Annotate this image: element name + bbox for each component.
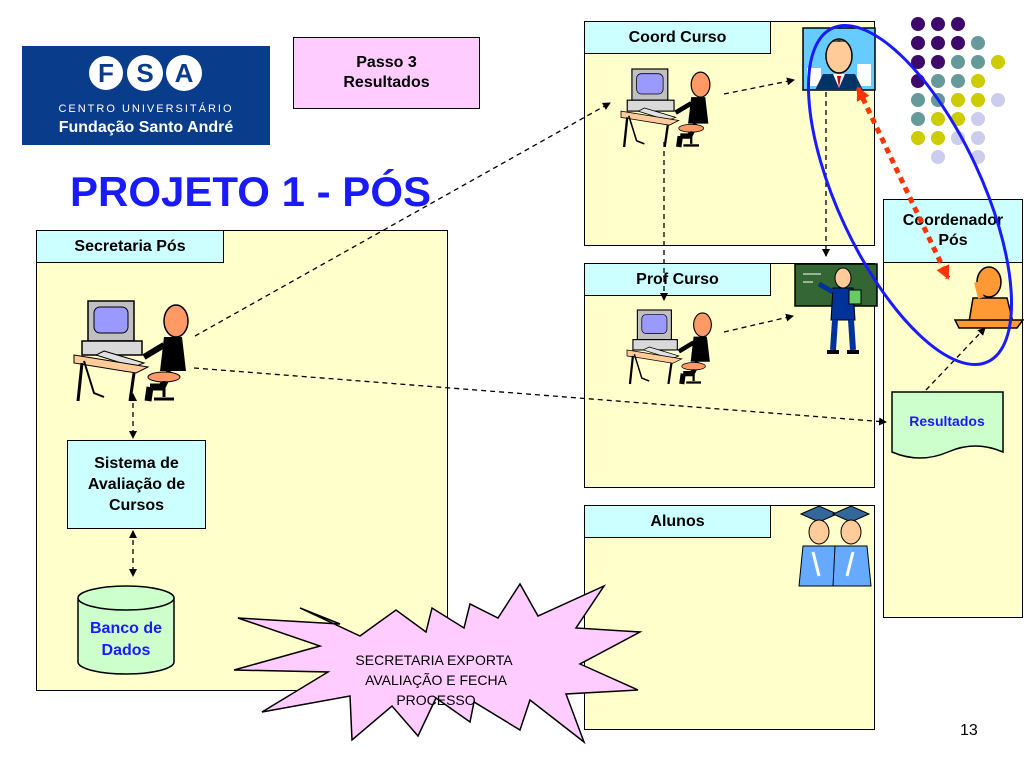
banco-line-2: Dados	[102, 642, 151, 659]
connector-coord-user-to-exec	[723, 77, 795, 95]
starburst-line-2: AVALIAÇÃO E FECHA	[365, 672, 508, 688]
resultados-document: Resultados	[891, 391, 1004, 459]
teacher-blackboard-icon	[794, 263, 878, 354]
step-box: Passo 3 Resultados	[293, 37, 480, 109]
sistema-line-3: Cursos	[108, 497, 165, 514]
computer-user-icon-secretaria	[74, 301, 188, 401]
logo-letter-a: A	[175, 58, 194, 88]
fsa-logo: F S A CENTRO UNIVERSITÁRIO Fundação Sant…	[22, 46, 270, 145]
computer-user-icon-coord	[621, 69, 710, 147]
starburst-line-3: PROCESSO	[396, 692, 475, 708]
banco-line-1: Banco de	[90, 620, 162, 637]
logo-letter-s: S	[136, 58, 153, 88]
connector-prof-user-to-teacher	[723, 313, 794, 333]
page-title: PROJETO 1 - PÓS	[70, 168, 431, 215]
logo-line-2: Fundação Santo André	[59, 119, 234, 136]
lane-title-secretaria: Secretaria Pós	[36, 230, 224, 263]
starburst-callout: SECRETARIA EXPORTA AVALIAÇÃO E FECHA PRO…	[233, 582, 643, 745]
lane-title-prof-curso: Prof Curso	[584, 263, 771, 296]
highlight-ellipse	[806, 23, 1014, 367]
connector-secretaria-to-coord	[194, 102, 611, 337]
page-number: 13	[960, 722, 978, 739]
lane-title-coord-curso: Coord Curso	[584, 21, 771, 54]
step-line-1: Passo 3	[356, 54, 417, 71]
sistema-avaliacao-box: Sistema de Avaliação de Cursos	[67, 440, 206, 529]
step-line-2: Resultados	[343, 74, 430, 91]
connectors	[129, 77, 986, 577]
resultados-label: Resultados	[909, 413, 985, 429]
graduates-icon	[798, 505, 872, 587]
database-cylinder: Banco de Dados	[77, 585, 175, 675]
lane-alunos	[584, 505, 875, 730]
lane-title-alunos: Alunos	[584, 505, 771, 538]
sistema-line-2: Avaliação de	[87, 476, 186, 493]
logo-line-1: CENTRO UNIVERSITÁRIO	[58, 102, 233, 115]
logo-letter-f: F	[98, 58, 114, 88]
manager-at-desk-icon	[953, 266, 1024, 329]
executive-portrait-icon	[802, 27, 876, 91]
sistema-line-1: Sistema de	[94, 455, 179, 472]
red-double-arrow	[855, 86, 951, 280]
starburst-line-1: SECRETARIA EXPORTA	[355, 652, 513, 668]
fsa-logo-graphic: F S A CENTRO UNIVERSITÁRIO Fundação Sant…	[58, 54, 234, 136]
computer-user-icon-prof	[627, 310, 711, 384]
connector-secretaria-to-resultados	[193, 367, 887, 426]
